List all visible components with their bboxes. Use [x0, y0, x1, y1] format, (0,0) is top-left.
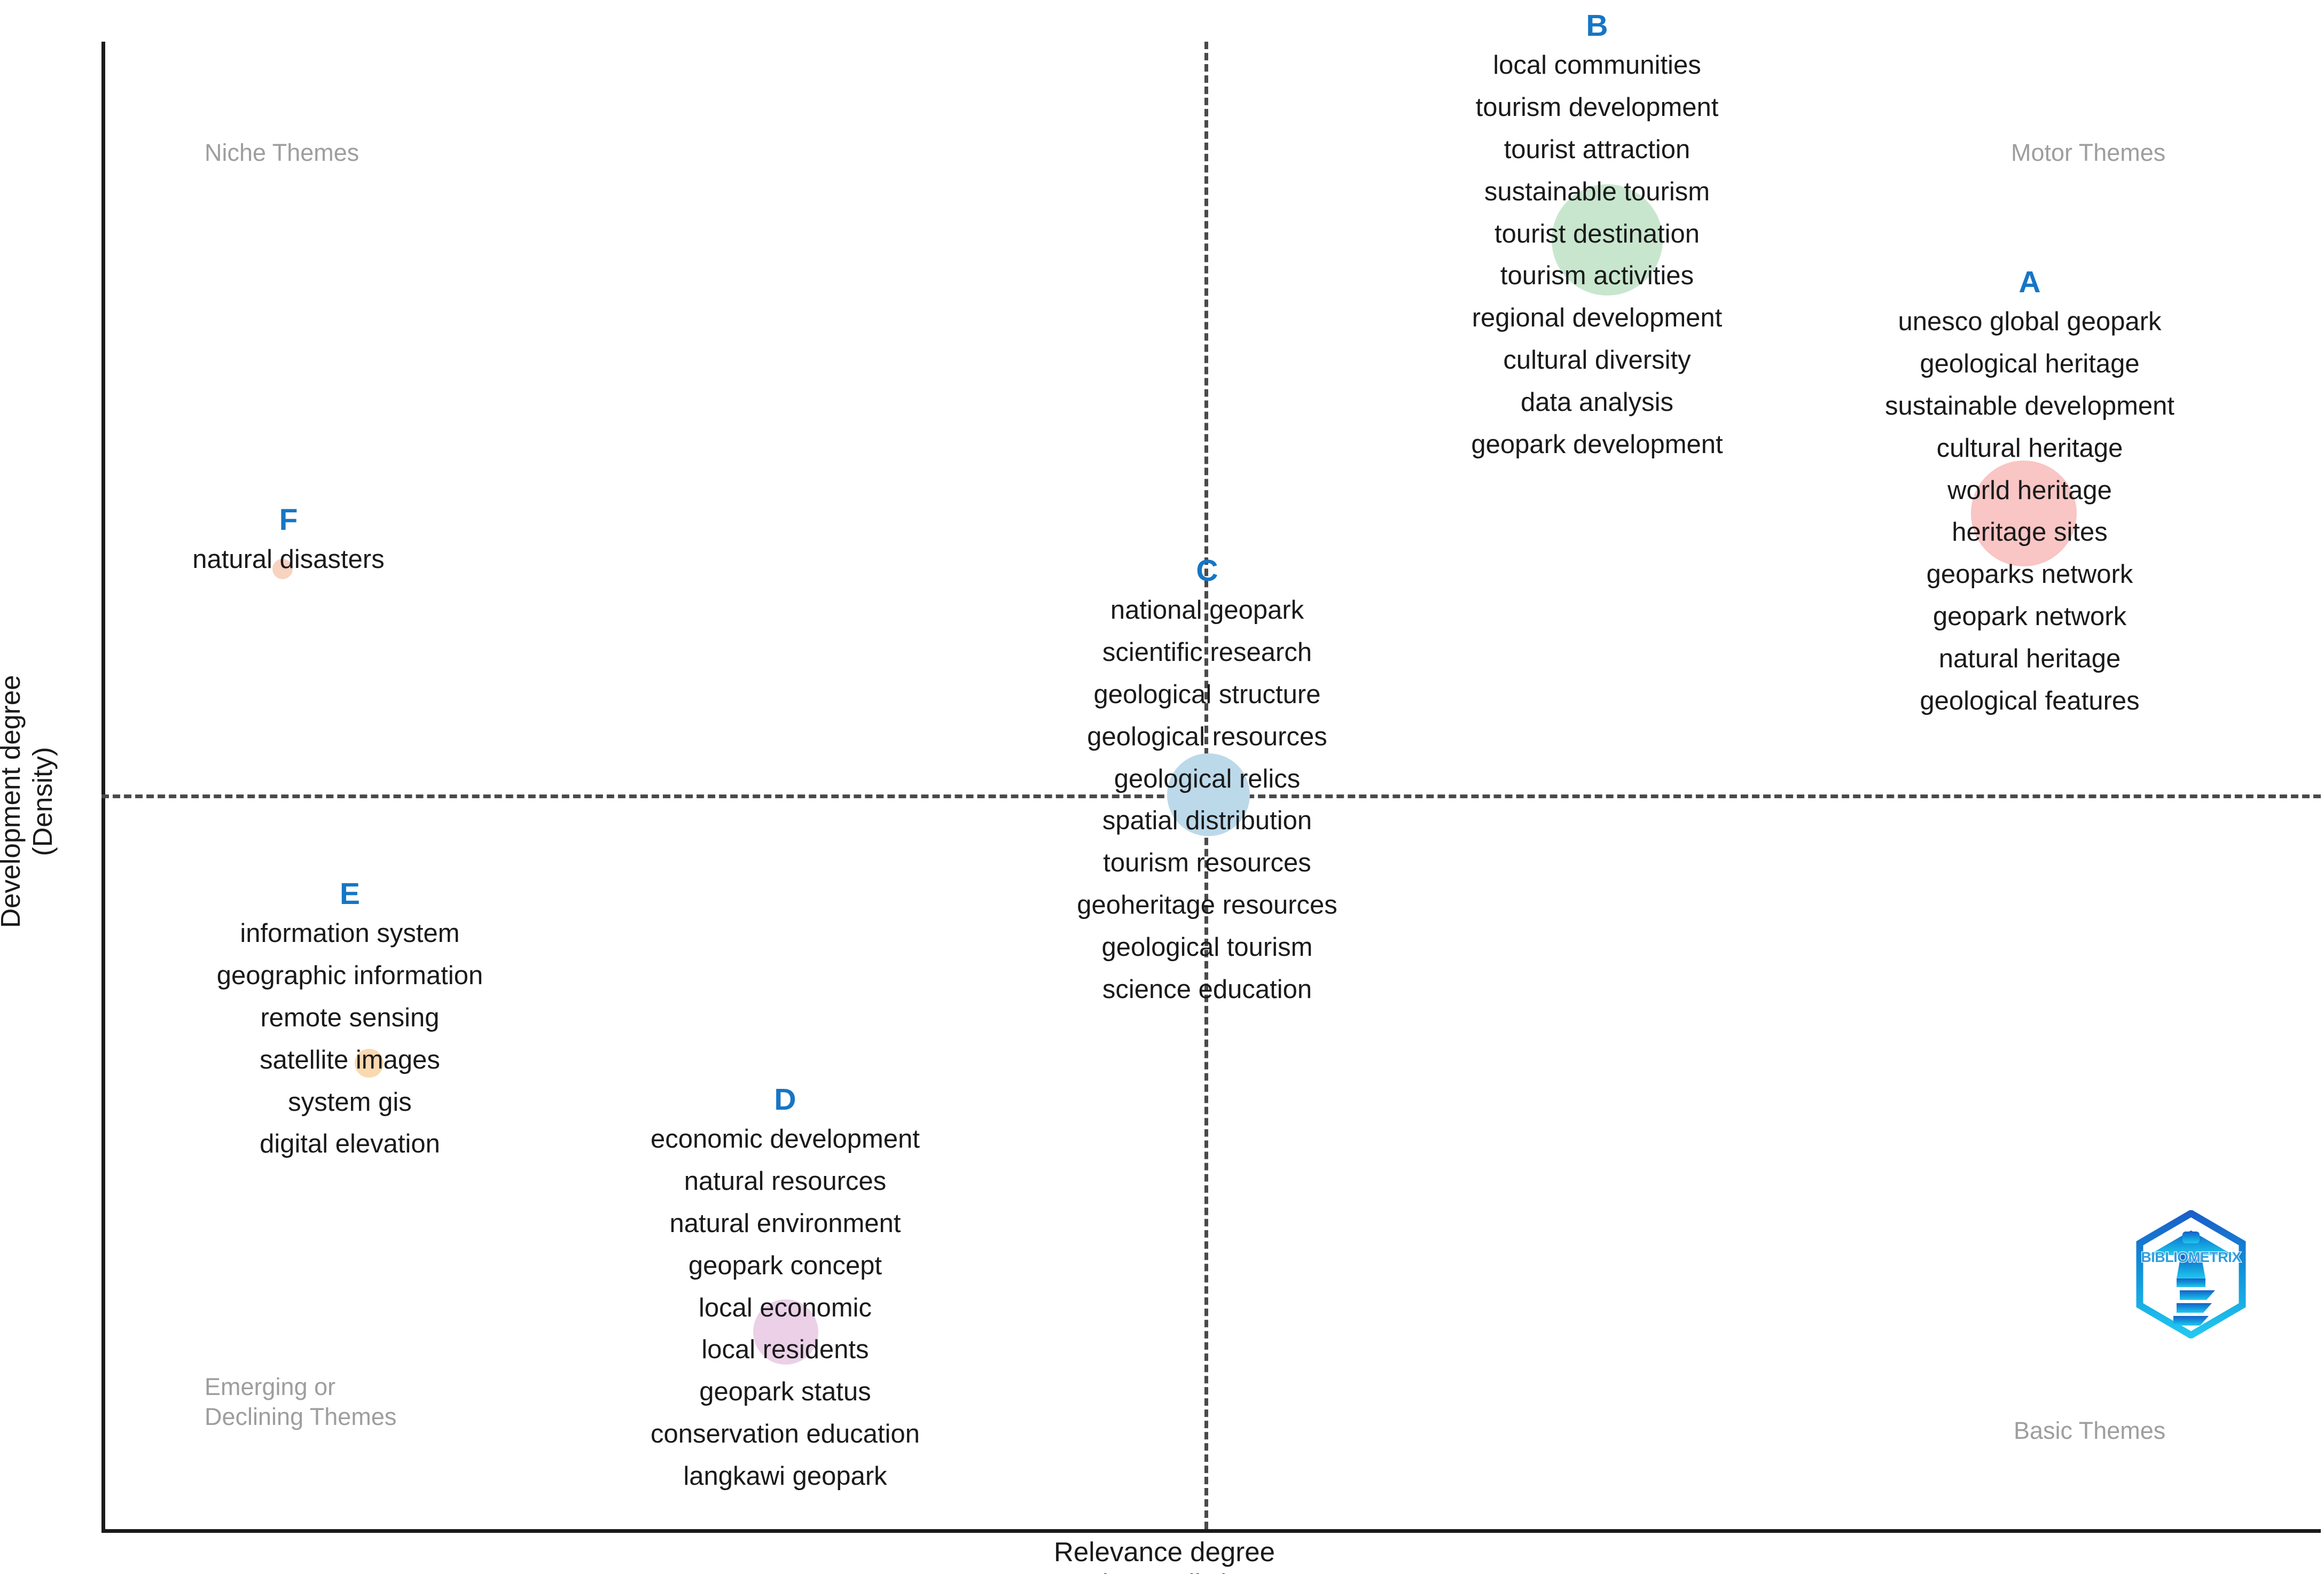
cluster-b-term: tourism development — [1475, 92, 1719, 122]
cluster-c-term: national geopark — [1110, 596, 1304, 625]
svg-text:BIBLIOMETRIX: BIBLIOMETRIX — [2141, 1249, 2241, 1265]
cluster-f-letter: F — [279, 503, 298, 537]
x-axis-title: Relevance degree (Centrality) — [876, 1536, 1453, 1574]
cluster-b-term: data analysis — [1520, 388, 1673, 417]
cluster-a-term: heritage sites — [1952, 518, 2108, 547]
cluster-d-term: local economic — [698, 1293, 872, 1322]
cluster-bubble-c — [1167, 753, 1250, 836]
cluster-d: D economic development natural resources… — [614, 1085, 956, 1498]
quadrant-label-emerging-themes: Emerging or Declining Themes — [205, 1373, 397, 1431]
cluster-b-term: tourist attraction — [1504, 135, 1691, 164]
cluster-b-term: regional development — [1472, 303, 1723, 333]
cluster-d-letter: D — [774, 1082, 796, 1117]
cluster-b-term: tourism activities — [1500, 261, 1694, 291]
cluster-bubble-b — [1552, 184, 1663, 295]
cluster-d-term: natural environment — [669, 1209, 901, 1238]
y-axis-title: Development degree (Density) — [0, 598, 59, 1004]
cluster-c-term: geological relics — [1114, 764, 1301, 793]
cluster-bubble-f — [272, 559, 293, 579]
cluster-a-term: natural heritage — [1938, 644, 2121, 673]
quadrant-label-niche-themes: Niche Themes — [205, 139, 359, 166]
cluster-a-term: sustainable development — [1884, 391, 2175, 420]
cluster-a-term: geopark network — [1932, 602, 2127, 632]
cluster-d-term: local residents — [701, 1335, 869, 1365]
cluster-e: E information system geographic informat… — [184, 879, 515, 1165]
cluster-a: A unesco global geopark geological herit… — [1859, 267, 2201, 722]
y-axis-line — [101, 42, 105, 1532]
cluster-a-term: cultural heritage — [1936, 433, 2123, 463]
cluster-b: B local communities tourism development … — [1426, 11, 1768, 466]
cluster-a-term: geoparks network — [1926, 560, 2133, 589]
cluster-e-letter: E — [339, 877, 361, 911]
cluster-c-term: science education — [1102, 975, 1312, 1004]
cluster-f: F natural disasters — [155, 505, 422, 581]
cluster-b-term: local communities — [1493, 51, 1701, 80]
cluster-c-term: geological structure — [1093, 680, 1321, 709]
cluster-c-letter: C — [1196, 554, 1218, 588]
cluster-a-term: world heritage — [1947, 476, 2112, 505]
cluster-a-term: geological features — [1920, 686, 2140, 715]
bibliometrix-logo: BIBLIOMETRIX — [2134, 1209, 2249, 1339]
x-axis-line — [101, 1529, 2321, 1533]
cluster-c-term: scientific research — [1102, 637, 1312, 667]
cluster-d-term: langkawi geopark — [683, 1462, 887, 1491]
cluster-e-term: remote sensing — [260, 1003, 440, 1032]
cluster-bubble-a — [1971, 461, 2077, 566]
cluster-f-term: natural disasters — [192, 545, 385, 574]
cluster-b-term: tourist destination — [1494, 219, 1700, 248]
x-axis-title-main: Relevance degree — [1054, 1537, 1275, 1567]
cluster-c-term: geological resources — [1087, 722, 1327, 751]
cluster-a-term: unesco global geopark — [1898, 307, 2162, 336]
cluster-d-term: conservation education — [651, 1420, 920, 1449]
cluster-e-term: system gis — [288, 1087, 412, 1117]
cluster-e-term: geographic information — [216, 961, 483, 990]
cluster-b-letter: B — [1586, 9, 1608, 43]
cluster-c: C national geopark scientific research g… — [1036, 556, 1378, 1011]
cluster-c-term: tourism resources — [1103, 848, 1311, 878]
cluster-bubble-e — [355, 1049, 384, 1078]
x-axis-title-sub: (Centrality) — [876, 1568, 1453, 1574]
cluster-a-letter: A — [2018, 265, 2041, 299]
cluster-b-term: geopark development — [1471, 430, 1723, 459]
cluster-a-term: geological heritage — [1920, 349, 2140, 378]
y-axis-title-main: Development degree — [0, 675, 26, 928]
cluster-e-term: information system — [240, 919, 460, 948]
cluster-d-term: economic development — [651, 1125, 920, 1154]
cluster-b-term: sustainable tourism — [1484, 177, 1710, 206]
cluster-c-term: geological tourism — [1101, 933, 1313, 962]
y-axis-title-sub: (Density) — [27, 747, 58, 856]
quadrant-label-motor-themes: Motor Themes — [2011, 139, 2166, 166]
cluster-e-term: satellite images — [260, 1045, 440, 1074]
cluster-d-term: natural resources — [684, 1166, 887, 1196]
cluster-c-term: geoheritage resources — [1077, 891, 1337, 920]
cluster-d-term: geopark concept — [688, 1251, 882, 1280]
cluster-b-term: cultural diversity — [1503, 346, 1691, 375]
cluster-c-term: spatial distribution — [1102, 806, 1312, 836]
cluster-d-term: geopark status — [699, 1377, 871, 1407]
cluster-e-term: digital elevation — [260, 1129, 440, 1159]
quadrant-label-basic-themes: Basic Themes — [2014, 1417, 2166, 1444]
cluster-bubble-d — [753, 1299, 818, 1365]
